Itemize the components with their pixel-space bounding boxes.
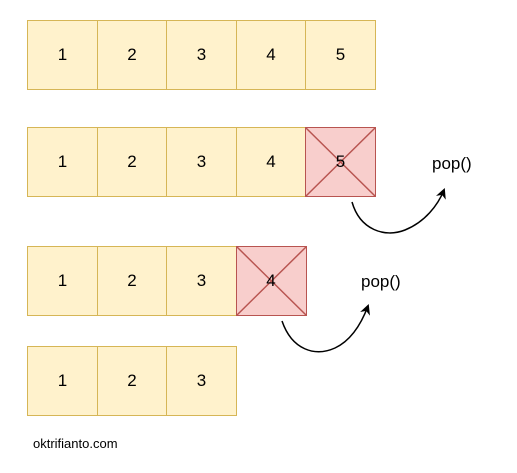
array-cell: 3 [166, 20, 237, 90]
cross-icon [306, 128, 375, 196]
array-cell: 1 [27, 346, 98, 416]
popped-cell: 4 [235, 246, 307, 316]
pop-label-2: pop() [361, 272, 401, 291]
array-cell: 2 [96, 346, 168, 416]
popped-cell: 5 [305, 127, 376, 197]
pop-arrow-2 [281, 304, 370, 353]
watermark: oktrifianto.com [33, 436, 118, 451]
array-cell: 1 [27, 20, 98, 90]
array-cell: 2 [96, 127, 168, 197]
array-cell: 3 [166, 346, 237, 416]
array-cell: 2 [96, 246, 168, 316]
pop-label-1: pop() [432, 154, 472, 173]
array-cell: 5 [305, 20, 376, 90]
array-cell: 2 [96, 20, 168, 90]
array-row-2: 1 2 3 4 5 [27, 127, 376, 197]
array-row-4: 1 2 3 [27, 346, 237, 416]
pop-arrow-1 [351, 188, 446, 234]
cross-icon [236, 247, 306, 315]
array-cell: 1 [27, 127, 98, 197]
array-row-1: 1 2 3 4 5 [27, 20, 376, 90]
array-cell: 3 [166, 246, 237, 316]
array-cell: 3 [166, 127, 237, 197]
array-row-3: 1 2 3 4 [27, 246, 307, 316]
